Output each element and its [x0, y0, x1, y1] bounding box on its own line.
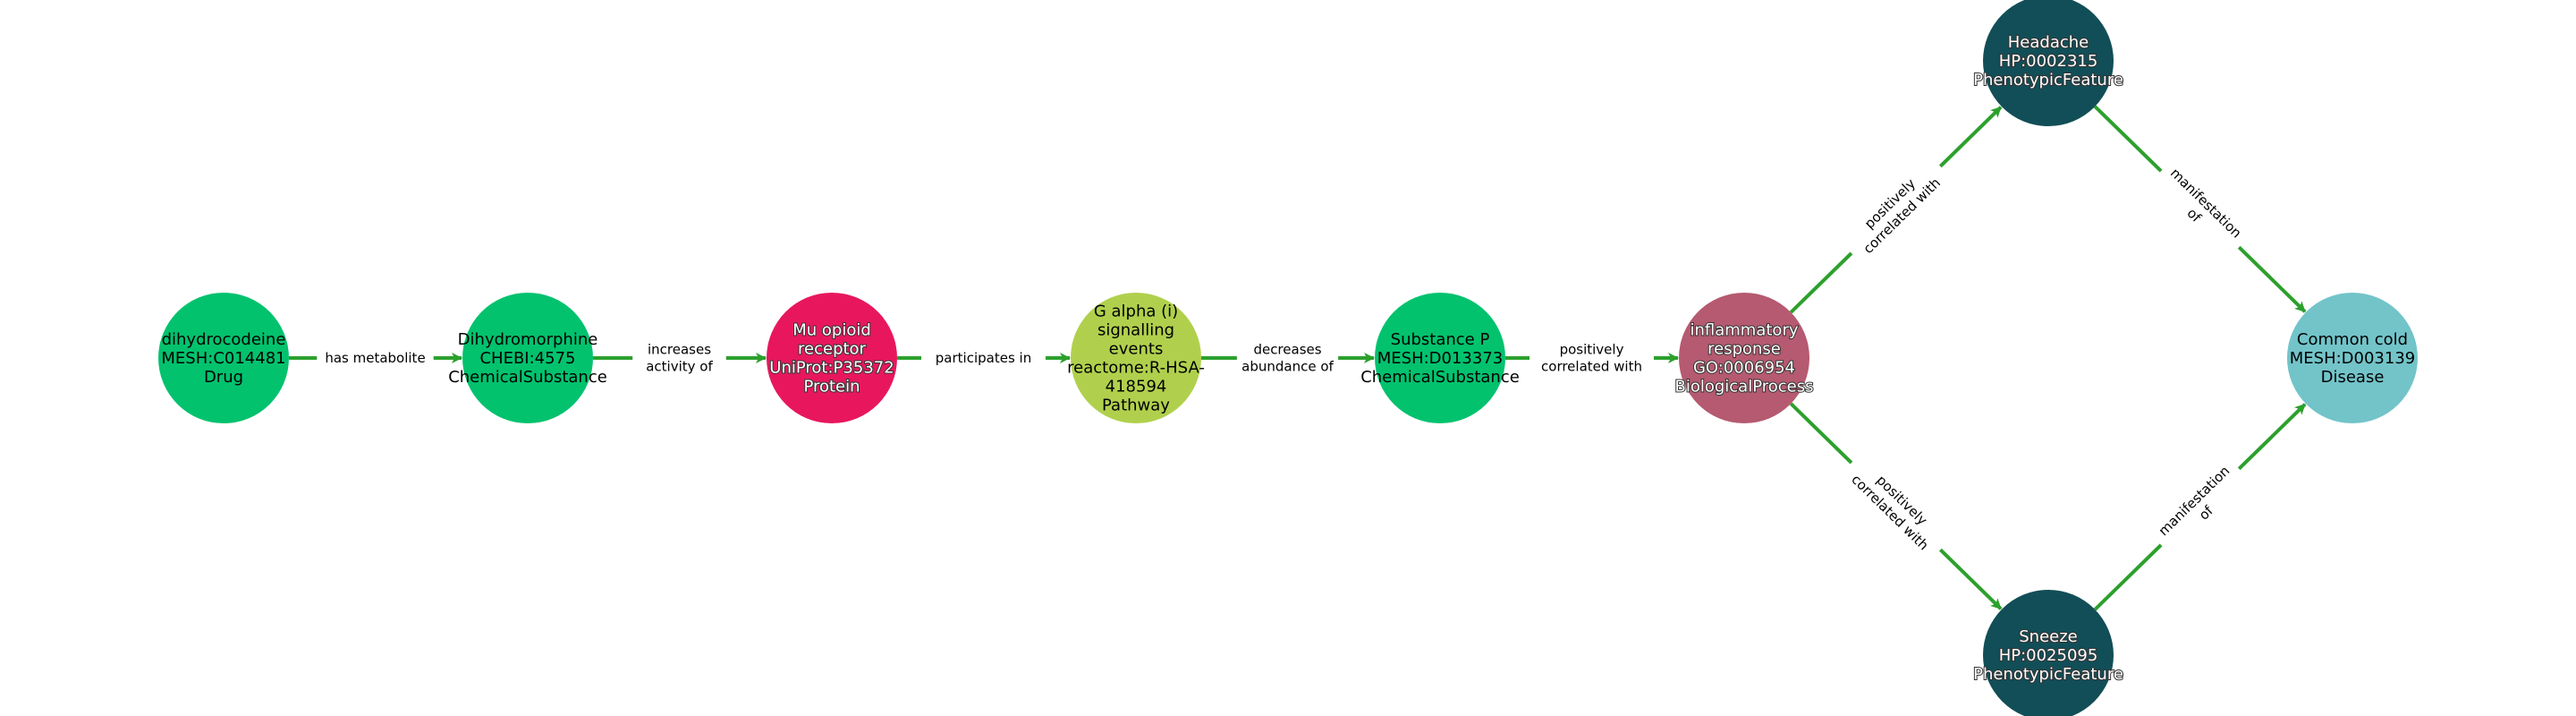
node-label: Pathway [1102, 396, 1170, 415]
edge-label-background [1236, 338, 1339, 378]
node-label: response [1707, 340, 1781, 359]
node-label: dihydrocodeine [162, 330, 286, 349]
node-label: Mu opioid [792, 321, 871, 340]
node-circle[interactable] [158, 293, 289, 423]
node-circle[interactable] [1679, 293, 1809, 423]
node-label: PhenotypicFeature [1973, 665, 2123, 684]
node-label: MESH:C014481 [161, 349, 285, 368]
node-circle[interactable] [767, 293, 897, 423]
node-label: Common cold [2297, 330, 2408, 349]
node-inflammatory-response[interactable]: inflammatoryresponseGO:0006954Biological… [1674, 293, 1815, 423]
node-circle[interactable] [462, 293, 593, 423]
edge-label-background [1837, 152, 1954, 268]
edge-label-background [921, 346, 1046, 370]
node-label: Headache [2008, 33, 2089, 52]
node-label: G alpha (i) [1094, 303, 1178, 321]
edge-label-background [317, 346, 434, 370]
edge-label-background [2147, 157, 2253, 261]
node-label: Protein [803, 378, 860, 396]
node-label: UniProt:P35372 [769, 359, 894, 378]
node-label: signalling [1097, 321, 1174, 340]
node-circle[interactable] [1071, 293, 1201, 423]
node-label: CHEBI:4575 [479, 349, 575, 368]
edge-label-group: has metabolite [317, 346, 434, 370]
node-label: BiologicalProcess [1674, 378, 1813, 396]
node-label: Dihydromorphine [458, 330, 598, 349]
edge-label: abundance of [1241, 359, 1334, 375]
edge-mu-opioid-receptor-to-g-alpha-signalling: participates in [897, 346, 1071, 370]
node-label: ChemicalSubstance [1360, 368, 1520, 387]
node-circle[interactable] [1983, 0, 2114, 126]
node-label: Substance P [1391, 330, 1490, 349]
node-label: HP:0002315 [1999, 52, 2098, 71]
edge-label: increases [648, 342, 711, 358]
node-label: PhenotypicFeature [1973, 71, 2123, 90]
node-label: Drug [204, 368, 243, 387]
edge-label-background [632, 338, 726, 378]
node-label: 418594 [1106, 378, 1167, 396]
node-label: inflammatory [1690, 321, 1799, 340]
node-dihydromorphine[interactable]: DihydromorphineCHEBI:4575ChemicalSubstan… [448, 293, 607, 423]
edge-label-background [1837, 448, 1954, 564]
edge-label: positively [1560, 342, 1624, 358]
node-label: events [1109, 340, 1164, 359]
edge-label: decreases [1253, 342, 1321, 358]
node-label: MESH:D003139 [2290, 349, 2416, 368]
node-label: GO:0006954 [1693, 359, 1795, 378]
edge-label-background [1530, 338, 1654, 378]
edge-label: activity of [646, 359, 713, 375]
edge-label: participates in [936, 350, 1031, 366]
node-label: receptor [798, 340, 867, 359]
node-label: reactome:R-HSA- [1067, 359, 1205, 378]
edge-label: has metabolite [325, 350, 425, 366]
node-g-alpha-signalling[interactable]: G alpha (i)signallingeventsreactome:R-HS… [1067, 293, 1205, 423]
edge-label-group: participates in [921, 346, 1046, 370]
edge-label: correlated with [1541, 359, 1642, 375]
node-circle[interactable] [2287, 293, 2418, 423]
edge-dihydrocodeine-to-dihydromorphine: has metabolite [289, 346, 462, 370]
node-label: Disease [2321, 368, 2385, 387]
edge-label-background [2147, 455, 2253, 559]
node-circle[interactable] [1375, 293, 1505, 423]
node-label: Sneeze [2019, 627, 2078, 646]
node-label: MESH:D013373 [1377, 349, 1504, 368]
node-circle[interactable] [1983, 590, 2114, 716]
node-label: ChemicalSubstance [448, 368, 607, 387]
node-label: HP:0025095 [1999, 646, 2098, 665]
